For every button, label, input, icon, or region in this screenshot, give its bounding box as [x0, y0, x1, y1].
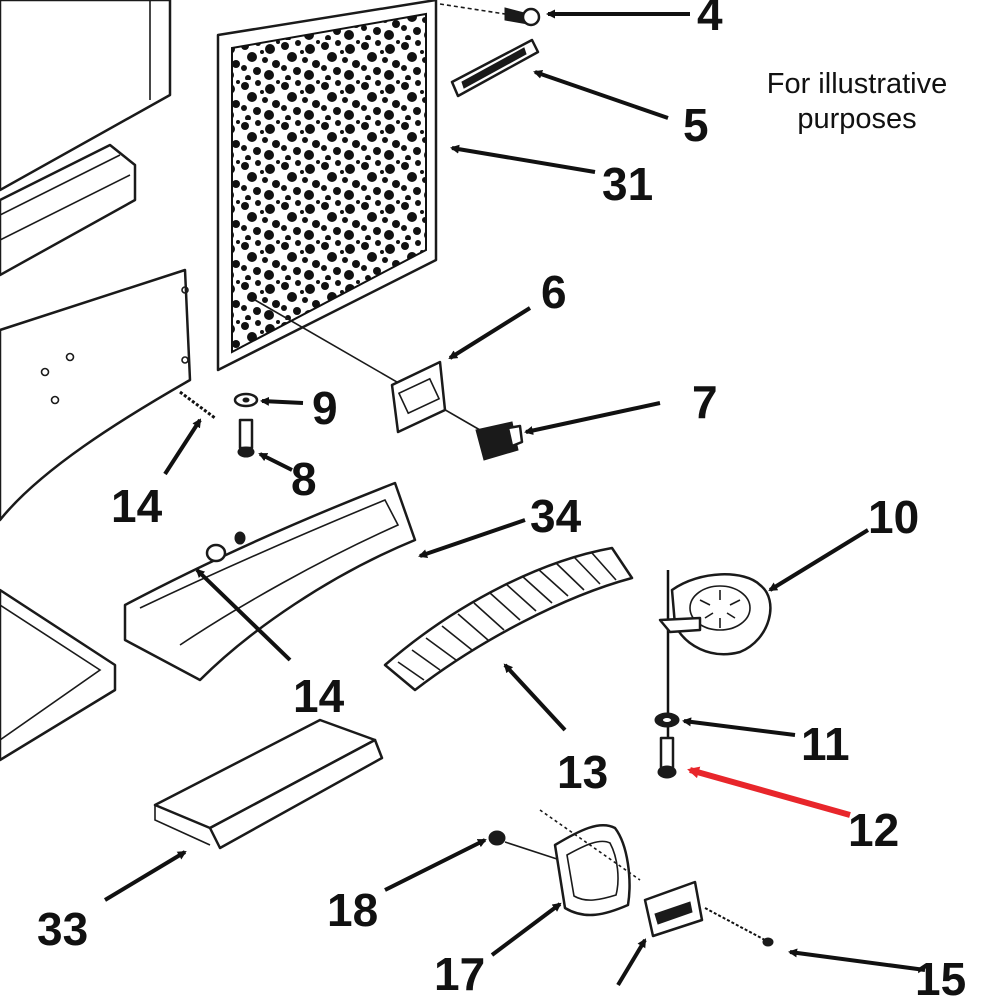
leader-14-upper [163, 418, 202, 476]
part-5-bracket [450, 38, 540, 98]
leader-34 [418, 518, 526, 558]
callout-12: 12 [848, 804, 899, 856]
part-33-tray [153, 718, 384, 850]
part-11-washer [654, 712, 680, 728]
part-6-housing [254, 299, 481, 434]
leader-8 [258, 452, 293, 472]
leader-9 [260, 396, 304, 406]
part-17-frame [539, 809, 641, 917]
part-8-screw [237, 418, 255, 458]
callout-9: 9 [312, 382, 338, 434]
leader-7 [524, 401, 661, 435]
callout-15: 15 [915, 953, 966, 1000]
callout-18: 18 [327, 884, 378, 936]
part-14-pin-upper [179, 390, 216, 420]
callout-14-lower: 14 [293, 670, 345, 722]
callout-34: 34 [530, 490, 582, 542]
callout-8: 8 [291, 453, 317, 505]
callout-10: 10 [868, 491, 919, 543]
note-line-2: purposes [797, 103, 916, 135]
part-12-screw [657, 736, 677, 779]
callout-33: 33 [37, 903, 88, 955]
leader-11 [682, 717, 796, 737]
part-18-knob [488, 830, 561, 861]
callout-13: 13 [557, 746, 608, 798]
leader-5 [533, 70, 669, 120]
callout-17: 17 [434, 948, 485, 1000]
illustrative-note: For illustrative purposes [767, 68, 948, 135]
leader-12-highlight [687, 766, 851, 818]
part-31-panel [216, 0, 438, 372]
callout-labels: 4 5 31 6 7 9 8 14 34 10 14 11 13 12 33 1… [37, 0, 966, 1000]
leader-33 [103, 850, 187, 902]
callout-11: 11 [801, 718, 850, 770]
callout-6: 6 [541, 266, 567, 318]
leader-17 [490, 902, 562, 957]
leader-15 [788, 948, 926, 972]
leader-6 [448, 306, 532, 360]
callout-31: 31 [602, 158, 653, 210]
callout-14-upper: 14 [111, 480, 163, 532]
part-34-tray [123, 481, 417, 682]
leader-14-lower [195, 568, 292, 662]
leader-arrows [103, 9, 926, 987]
leader-18 [384, 838, 487, 892]
leader-16 [616, 938, 647, 987]
leader-13 [503, 663, 567, 732]
part-15-screw [704, 907, 774, 947]
leader-31 [450, 144, 596, 174]
leader-10 [768, 528, 870, 592]
part-4-screw [439, 3, 541, 27]
cabinet-outline [0, 0, 192, 762]
part-10-fan [658, 570, 772, 760]
part-9-washer [233, 392, 259, 408]
callout-5: 5 [683, 99, 709, 151]
callout-4: 4 [697, 0, 723, 40]
part-16-cover [643, 880, 704, 938]
note-line-1: For illustrative [767, 68, 948, 100]
callout-7: 7 [692, 376, 718, 428]
part-7-switch [475, 421, 524, 461]
part-13-wire-rack [383, 546, 634, 692]
